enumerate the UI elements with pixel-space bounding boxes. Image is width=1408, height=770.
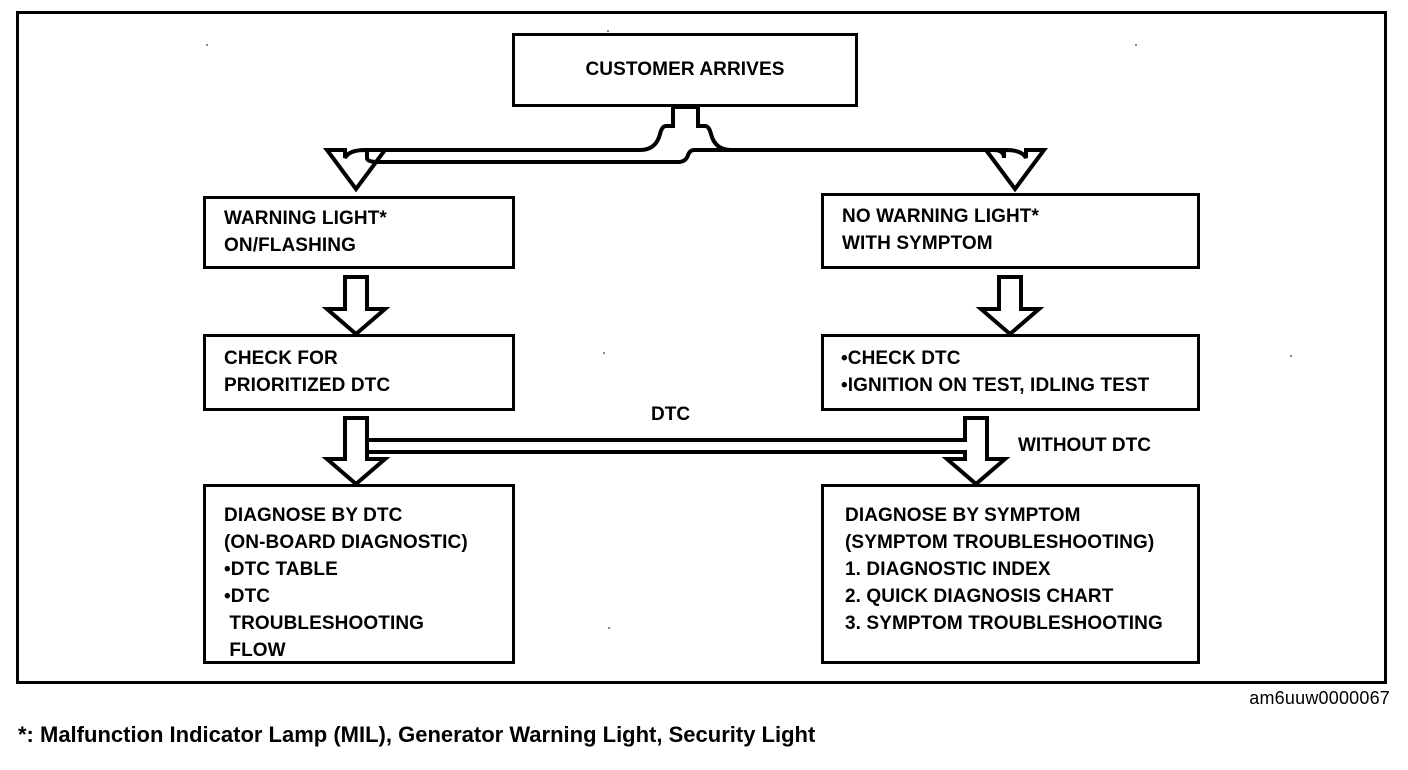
- node-line: WITH SYMPTOM: [842, 233, 993, 254]
- node-line: ON/FLASHING: [224, 234, 356, 256]
- node-line: (ON-BOARD DIAGNOSTIC): [224, 531, 468, 553]
- node-diagnose-by-symptom: DIAGNOSE BY SYMPTOM (SYMPTOM TROUBLESHOO…: [821, 484, 1200, 664]
- node-line: •IGNITION ON TEST, IDLING TEST: [841, 374, 1150, 396]
- node-diagnose-by-dtc: DIAGNOSE BY DTC (ON-BOARD DIAGNOSTIC) •D…: [203, 484, 515, 664]
- node-line: CHECK FOR: [224, 347, 338, 369]
- edge-label-without-dtc: WITHOUT DTC: [1018, 435, 1151, 456]
- node-no-warning-light: NO WARNING LIGHT* WITH SYMPTOM: [821, 193, 1200, 269]
- scan-speck: [1135, 44, 1137, 46]
- node-line: FLOW: [224, 639, 286, 661]
- node-line: WARNING LIGHT*: [224, 207, 387, 229]
- node-check-for-prioritized-dtc: CHECK FOR PRIORITIZED DTC: [203, 334, 515, 411]
- figure-footnote: *: Malfunction Indicator Lamp (MIL), Gen…: [18, 722, 816, 747]
- node-line: 2. QUICK DIAGNOSIS CHART: [845, 585, 1114, 607]
- node-line: •CHECK DTC: [841, 347, 961, 369]
- edge-label-dtc: DTC: [651, 404, 691, 425]
- node-warning-light: WARNING LIGHT* ON/FLASHING: [203, 196, 515, 269]
- node-line: (SYMPTOM TROUBLESHOOTING): [845, 531, 1155, 553]
- scan-speck: [1290, 355, 1292, 357]
- node-customer-arrives: CUSTOMER ARRIVES: [512, 33, 858, 107]
- node-check-dtc: •CHECK DTC •IGNITION ON TEST, IDLING TES…: [821, 334, 1200, 411]
- node-line: PRIORITIZED DTC: [224, 374, 391, 396]
- scan-speck: [608, 627, 610, 629]
- node-line: •DTC: [224, 585, 271, 607]
- node-line: •DTC TABLE: [224, 558, 338, 580]
- node-line: TROUBLESHOOTING: [224, 612, 425, 634]
- scan-speck: [206, 44, 208, 46]
- node-line: DIAGNOSE BY SYMPTOM: [845, 505, 1081, 526]
- node-line: NO WARNING LIGHT*: [842, 206, 1039, 228]
- scan-speck: [603, 352, 605, 354]
- scan-speck: [607, 30, 609, 32]
- node-line: CUSTOMER ARRIVES: [585, 58, 785, 80]
- figure-code: am6uuw0000067: [1249, 688, 1390, 708]
- node-line: DIAGNOSE BY DTC: [224, 505, 403, 526]
- node-line: 3. SYMPTOM TROUBLESHOOTING: [845, 612, 1163, 634]
- node-line: 1. DIAGNOSTIC INDEX: [845, 558, 1051, 580]
